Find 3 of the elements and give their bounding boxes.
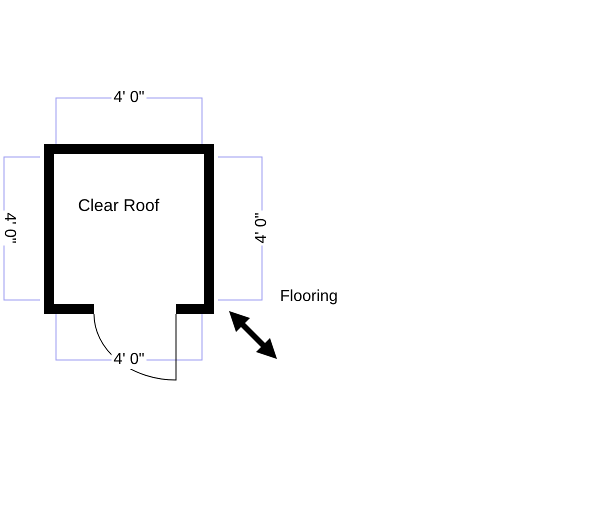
material-label: Flooring [279, 288, 339, 306]
dimension-label: 4' 0" [112, 351, 146, 369]
room-label: Clear Roof [78, 196, 160, 216]
